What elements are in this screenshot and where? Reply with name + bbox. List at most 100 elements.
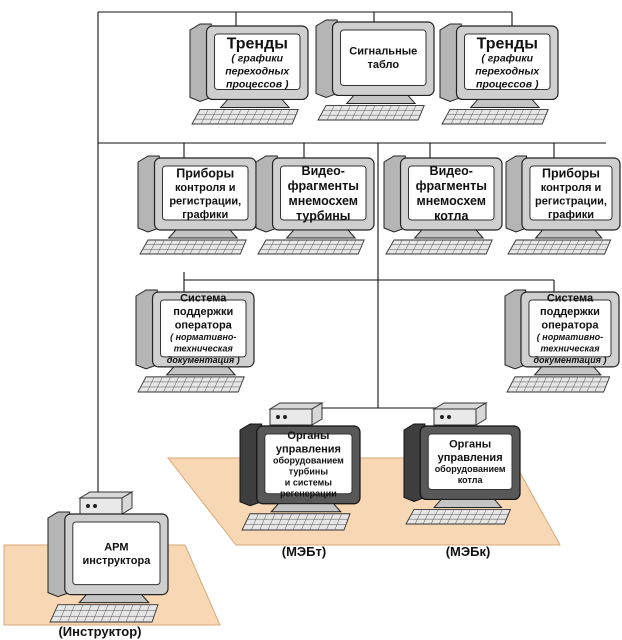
keyboard-icon: [137, 376, 245, 393]
keyboard-col: [444, 239, 452, 255]
screen-label-line: управления: [438, 452, 503, 464]
keyboard-col: [59, 604, 67, 623]
monitor-stand: [534, 229, 603, 239]
screen-label-line: переходных: [475, 66, 540, 78]
monitor-stand: [469, 98, 541, 108]
keyboard-col: [562, 376, 571, 393]
keyboard-col: [225, 109, 233, 125]
keyboard-col: [274, 109, 283, 125]
keyboard-icon: [507, 239, 612, 255]
keyboard-col: [92, 604, 100, 623]
keyboard-col: [479, 509, 487, 525]
keyboard-col: [283, 239, 291, 255]
keyboard-col: [422, 509, 431, 525]
keyboard-col: [258, 109, 266, 125]
keyboard-icon: [317, 104, 425, 121]
caption-instructor: (Инструктор): [58, 624, 141, 639]
screen-label-line: оборудованием: [273, 455, 344, 465]
pc-unit-side: [475, 402, 487, 426]
keyboard-col: [476, 239, 485, 255]
keyboard-col: [586, 376, 595, 393]
screen-label-line: Система: [180, 292, 227, 304]
screen-label-line: котла: [458, 475, 484, 485]
keyboard-col: [206, 239, 214, 255]
pc-led: [276, 415, 280, 419]
keyboard-col: [292, 513, 301, 531]
keyboard-col: [343, 105, 351, 121]
keyboard-col: [67, 604, 75, 623]
screen-label-line: инструктора: [82, 555, 151, 567]
keyboard-col: [309, 513, 317, 531]
screen-label-line: Органы: [287, 430, 329, 442]
screen-label-line: ( нормативно-: [170, 332, 236, 342]
keyboard-col: [515, 376, 524, 393]
screen-label-line: регенерации: [280, 488, 337, 498]
workstation-instructor-arm: АРМ инструктора: [47, 491, 169, 623]
keyboard-col: [334, 513, 342, 531]
keyboard-col: [548, 239, 556, 255]
screen-label-line: документация ): [533, 355, 606, 365]
keyboard-icon: [49, 604, 159, 623]
keyboard-col: [508, 109, 516, 125]
keyboard-col: [134, 604, 142, 623]
keyboard-col: [217, 109, 225, 125]
keyboard-col: [100, 604, 109, 623]
keyboard-col: [500, 109, 508, 125]
screen-label-line: поддержки: [540, 306, 600, 318]
keyboard-col: [539, 376, 547, 393]
caption-meb-t: (МЭБт): [282, 544, 326, 559]
screen-label-line: ( графики: [231, 53, 283, 65]
monitor-stand: [413, 229, 485, 239]
keyboard-col: [468, 239, 477, 255]
keyboard-col: [157, 239, 165, 255]
keyboard-col: [531, 376, 539, 393]
monitor-screen: [427, 433, 513, 490]
keyboard-col: [276, 513, 284, 531]
keyboard-col: [392, 105, 400, 121]
screen-label-line: Тренды: [477, 36, 538, 53]
keyboard-col: [179, 376, 188, 393]
keyboard-col: [463, 509, 471, 525]
keyboard-col: [228, 376, 237, 393]
keyboard-col: [326, 513, 334, 531]
pc-led: [447, 415, 451, 419]
keyboard-col: [340, 239, 349, 255]
keyboard-col: [212, 376, 220, 393]
keyboard-col: [471, 509, 479, 525]
monitor-screen: [528, 299, 612, 358]
pc-unit-side: [121, 491, 133, 515]
keyboard-col: [516, 239, 525, 255]
screen-label-line: табло: [367, 59, 399, 71]
keyboard-col: [376, 105, 384, 121]
monitor-stand: [285, 229, 357, 239]
keyboard-icon: [506, 376, 611, 393]
keyboard-col: [324, 239, 332, 255]
keyboard-col: [570, 376, 579, 393]
screen-label-line: поддержки: [173, 306, 233, 318]
screen-label-line: техническая: [540, 343, 600, 353]
screen-label-line: графики: [548, 209, 594, 221]
monitor-stand: [78, 594, 150, 604]
keyboard-icon: [191, 108, 299, 125]
keyboard-col: [579, 239, 588, 255]
keyboard-col: [84, 604, 92, 623]
keyboard-col: [446, 509, 455, 525]
monitor-screen: [72, 521, 161, 586]
keyboard-col: [555, 376, 563, 393]
keyboard-col: [214, 239, 222, 255]
monitor-screen: [160, 299, 247, 358]
keyboard-col: [532, 109, 541, 125]
keyboard-col: [435, 239, 444, 255]
keyboard-col: [299, 239, 308, 255]
keyboard-col: [359, 105, 368, 121]
screen-label-line: АРМ: [104, 541, 128, 553]
monitor-stand: [219, 98, 291, 108]
screen-label-line: и системы: [285, 477, 333, 487]
keyboard-col: [125, 604, 134, 623]
keyboard-col: [563, 239, 572, 255]
keyboard-col: [198, 239, 206, 255]
